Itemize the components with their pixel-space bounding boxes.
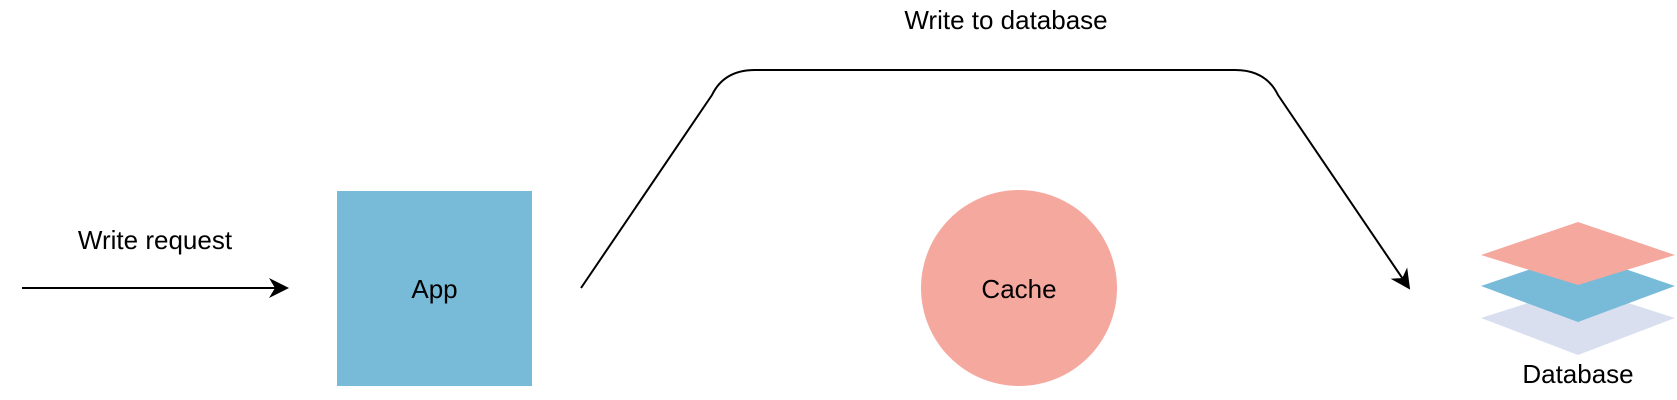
cache-label: Cache	[981, 274, 1056, 304]
app-label: App	[411, 274, 457, 304]
database-layer-middle	[1481, 253, 1675, 322]
write-request-label: Write request	[78, 225, 233, 255]
cache-circle	[921, 190, 1117, 386]
database-label: Database	[1522, 359, 1633, 389]
database-node[interactable]: Database	[1481, 222, 1675, 389]
write-to-database-edge: Write to database	[580, 5, 1411, 290]
database-layer-top	[1481, 222, 1675, 285]
cache-node[interactable]: Cache	[921, 190, 1117, 386]
write-to-database-label: Write to database	[904, 5, 1107, 35]
database-icon	[1481, 222, 1675, 355]
app-node[interactable]: App	[337, 191, 532, 386]
app-box	[337, 191, 532, 386]
write-to-database-arrow	[580, 69, 1411, 290]
write-request-edge: Write request	[22, 225, 289, 298]
